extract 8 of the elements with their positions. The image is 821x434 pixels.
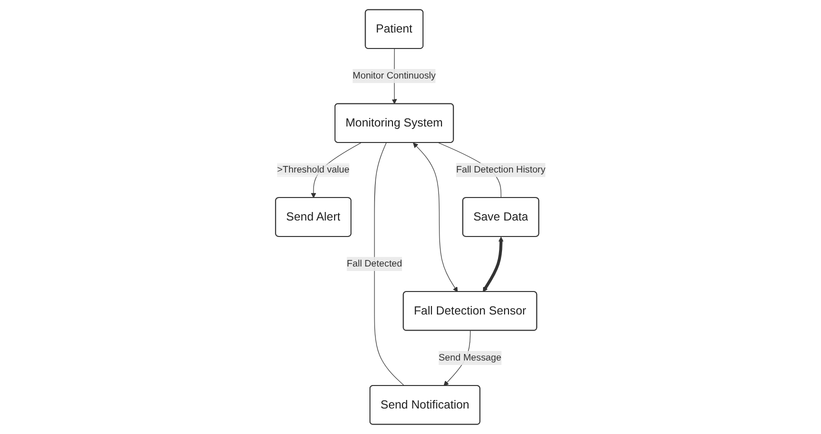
edge-label: >Threshold value [277,164,350,175]
edge-label: Fall Detected [346,258,402,269]
connector [374,142,405,386]
edge-label: Monitor Continuosly [352,70,436,81]
arrow [482,236,504,292]
edge-label: Send Message [438,352,502,363]
edge-label: Fall Detection History [456,164,546,175]
arrow [412,142,458,292]
